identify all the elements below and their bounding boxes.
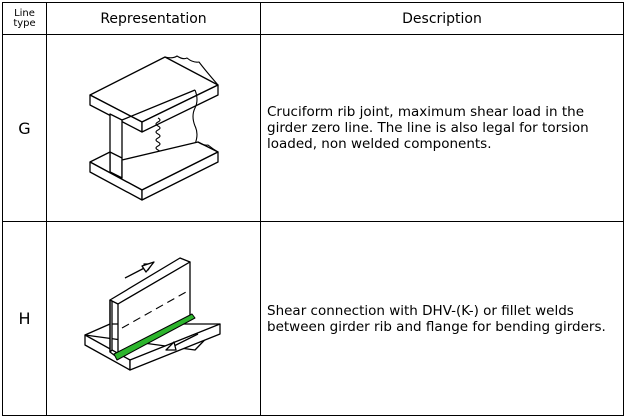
row-g-type: G xyxy=(18,118,31,138)
header-description: Description xyxy=(402,10,482,27)
column-divider xyxy=(260,3,261,415)
row-divider xyxy=(3,221,623,222)
line-type-table: Line type Representation Description G C… xyxy=(2,2,624,416)
row-g-description: Cruciform rib joint, maximum shear load … xyxy=(261,35,623,221)
cruciform-rib-joint-icon xyxy=(89,55,219,201)
row-h-description-text: Shear connection with DHV-(K-) or fillet… xyxy=(267,302,606,335)
header-line-type: Line type xyxy=(13,7,36,29)
row-h-description: Shear connection with DHV-(K-) or fillet… xyxy=(261,222,623,415)
row-divider xyxy=(3,34,623,35)
row-h-type: H xyxy=(18,309,31,328)
header-representation: Representation xyxy=(100,10,207,27)
shear-connection-weld-icon xyxy=(84,257,221,371)
row-g-description-text: Cruciform rib joint, maximum shear load … xyxy=(267,104,589,152)
column-divider xyxy=(46,3,47,415)
